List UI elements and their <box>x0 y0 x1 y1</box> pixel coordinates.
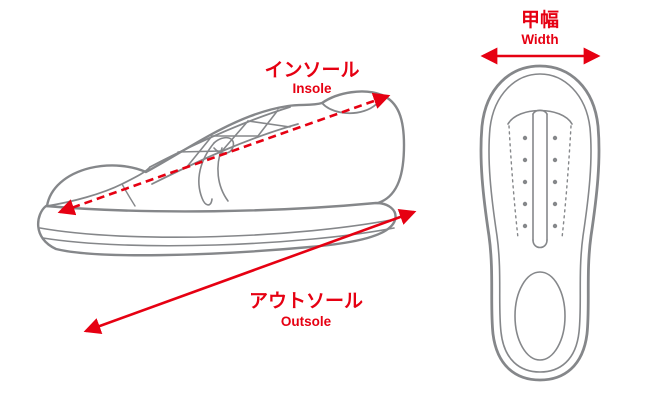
width-label-en: Width <box>521 32 558 47</box>
lace-ends <box>198 136 235 206</box>
lace-end-2 <box>217 147 229 202</box>
vamp-seam <box>507 109 573 125</box>
upper-outline <box>45 90 406 208</box>
sneaker-side-view-icon <box>37 90 406 257</box>
insole-measure-arrow <box>57 92 391 216</box>
eyelet-dot <box>522 201 528 207</box>
outsole-measure-arrow <box>83 208 417 335</box>
eyelet-dot <box>522 157 528 163</box>
heel-pad-outline <box>514 271 566 361</box>
measurement-arrows <box>57 47 601 335</box>
lace-strip-bottom <box>532 239 548 249</box>
sole-top-outer-outline <box>479 64 601 382</box>
insole-label-en: Insole <box>292 81 332 96</box>
sole-top-inner-outline <box>488 73 592 373</box>
sole-top-view-icon <box>479 64 601 382</box>
lace-strip-top <box>532 109 548 115</box>
eyelet-dot <box>552 157 558 163</box>
lace-strip <box>532 109 548 249</box>
eyelet-dot <box>552 223 558 229</box>
eyelet-dot <box>522 223 528 229</box>
stitch-line-left <box>508 125 519 239</box>
laces-crisscross <box>177 109 291 169</box>
lace-end-1 <box>198 142 215 206</box>
eyelet-dots <box>522 135 558 229</box>
width-label-jp: 甲幅 <box>521 8 559 31</box>
eyelet-dot <box>552 135 558 141</box>
outsole-label-jp: アウトソール <box>249 290 363 312</box>
insole-label-jp: インソール <box>264 60 359 81</box>
eyelet-dot <box>522 179 528 185</box>
stitch-line-right <box>561 125 572 239</box>
sole-outline <box>37 201 397 257</box>
eyelet-dot <box>552 201 558 207</box>
eyelet-dot <box>552 179 558 185</box>
midsole-stripe-1 <box>39 218 397 238</box>
eyelet-dot <box>522 135 528 141</box>
outsole-label-en: Outsole <box>281 314 332 329</box>
